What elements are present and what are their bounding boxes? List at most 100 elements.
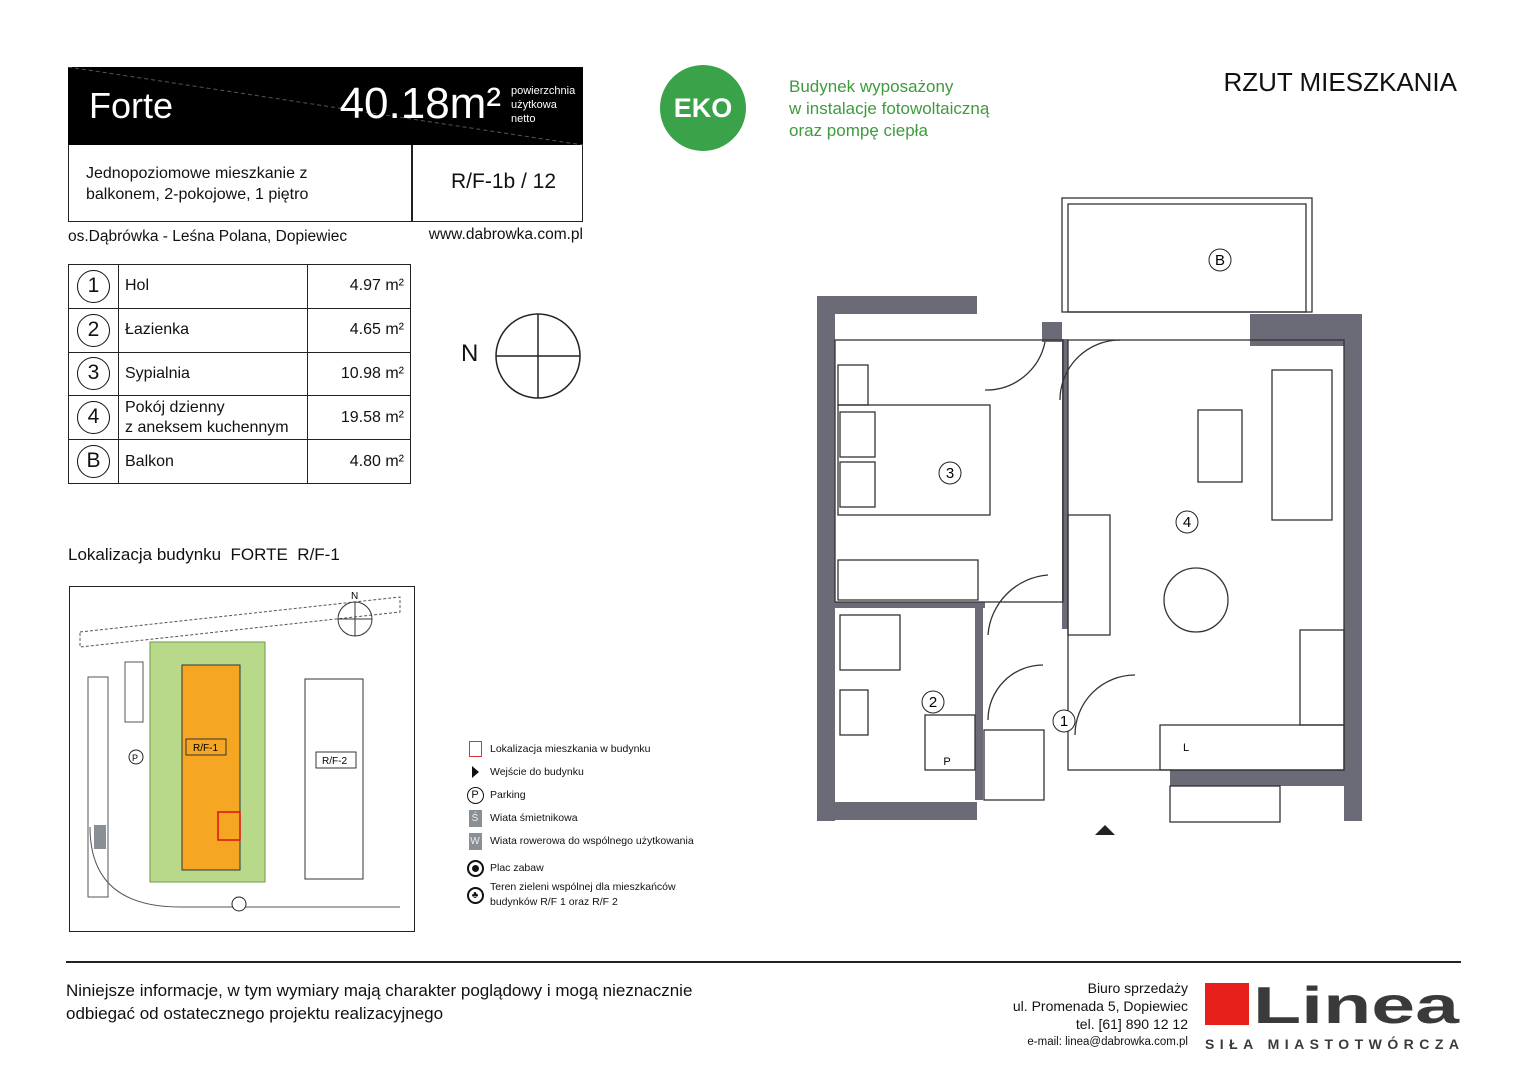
logo-text: Linea	[1253, 981, 1461, 1035]
legend-item: ♣Teren zieleni wspólnej dla mieszkańców …	[460, 880, 694, 910]
bike-shelter-icon: W	[460, 832, 490, 850]
room-number: 1	[77, 269, 110, 303]
building-name: Forte	[89, 85, 174, 126]
area-note-line: użytkowa	[511, 99, 557, 111]
area-note-line: powierzchnia	[511, 85, 576, 97]
trash-shelter-icon: Ś	[460, 809, 490, 827]
fridge-label: L	[1183, 742, 1189, 754]
apartment-description-box: Jednopoziomowe mieszkanie z balkonem, 2-p…	[68, 145, 583, 222]
plan-label-bedroom: 3	[946, 465, 954, 482]
room-number-cell: 3	[68, 351, 119, 397]
room-area: 4.97 m²	[307, 264, 411, 309]
header-diagonal	[68, 67, 583, 145]
balcony	[1061, 197, 1313, 313]
map-parking: P	[132, 753, 138, 763]
room-name: Hol	[118, 264, 308, 309]
apartment-code: R/F-1b / 12	[451, 170, 557, 193]
entrance-arrow-icon	[460, 766, 490, 778]
legend-item: Wejście do budynku	[460, 761, 694, 783]
legend-label: Wiata śmietnikowa	[490, 811, 578, 824]
green-area-icon: ♣	[460, 886, 490, 904]
room-area: 10.98 m²	[307, 351, 411, 397]
location-map: N R/F-1 R/F-2 P	[69, 586, 415, 932]
description-line: Jednopoziomowe mieszkanie z	[86, 165, 308, 182]
plan-label-balcony: B	[1215, 252, 1225, 269]
room-name: Balkon	[118, 439, 308, 484]
plan-label-living: 4	[1183, 514, 1191, 531]
room-number-cell: 4	[68, 395, 119, 441]
legend-label: Wiata rowerowa do wspólnego użytkowania	[490, 834, 694, 847]
legend-item: Lokalizacja mieszkania w budynku	[460, 738, 694, 760]
apartment-area: 40.18m²	[339, 79, 501, 128]
website-link[interactable]: www.dabrowka.com.pl	[428, 226, 583, 243]
eko-line: Budynek wyposażony	[789, 77, 954, 96]
plan-title: RZUT MIESZKANIA	[1223, 67, 1457, 97]
linea-logo: Linea SIŁA MIASTOTWÓRCZA	[1205, 981, 1461, 1052]
room-name: Łazienka	[118, 307, 308, 353]
disclaimer-line: odbiegać od ostatecznego projektu realiz…	[66, 1004, 444, 1023]
plan-label-bathroom: 2	[929, 694, 937, 711]
room-number-cell: 2	[68, 307, 119, 353]
legend-label: Parking	[490, 788, 526, 801]
divider	[411, 145, 413, 221]
legend-label: Teren zieleni wspólnej dla mieszkańców b…	[490, 881, 676, 908]
room-number-cell: B	[68, 439, 119, 484]
disclaimer-line: Niniejsze informacje, w tym wymiary mają…	[66, 981, 693, 1000]
sales-office: Biuro sprzedaży ul. Promenada 5, Dopiewi…	[1013, 979, 1188, 1051]
room-number-cell: 1	[68, 264, 119, 309]
shower-label: P	[943, 756, 950, 768]
legend-item: Plac zabaw	[460, 857, 694, 879]
parking-icon: P	[460, 786, 490, 804]
apartment-description: Jednopoziomowe mieszkanie z balkonem, 2-p…	[86, 163, 308, 205]
room-area: 4.80 m²	[307, 439, 411, 484]
eko-description: Budynek wyposażony w instalacje fotowolta…	[789, 76, 989, 142]
map-title: Lokalizacja budynku FORTE R/F-1	[68, 545, 340, 564]
room-number: 4	[77, 401, 110, 435]
room-number: B	[77, 445, 110, 479]
map-building-rf1: R/F-1	[193, 743, 218, 754]
apartment-header: Forte 40.18m² powierzchnia użytkowa nett…	[68, 67, 583, 145]
floor-plan: B 3 4 2 1 L P	[817, 197, 1362, 835]
room-number: 3	[77, 357, 110, 391]
room-number: 2	[77, 313, 110, 347]
playground-icon	[460, 859, 490, 877]
eko-badge: EKO	[660, 65, 746, 151]
legend-label: Lokalizacja mieszkania w budynku	[490, 742, 651, 755]
office-email[interactable]: e-mail: linea@dabrowka.com.pl	[1027, 1036, 1188, 1048]
room-area: 19.58 m²	[307, 395, 411, 441]
area-note-line: netto	[511, 113, 536, 125]
logo-tagline: SIŁA MIASTOTWÓRCZA	[1205, 1035, 1459, 1052]
office-phone: tel. [61] 890 12 12	[1075, 1016, 1188, 1032]
footer-divider	[66, 961, 1461, 963]
location-text: os.Dąbrówka - Leśna Polana, Dopiewiec	[68, 228, 348, 245]
legend-label: Plac zabaw	[490, 861, 544, 874]
eko-line: w instalacje fotowoltaiczną	[789, 99, 990, 118]
entrance-arrow-icon	[1095, 825, 1115, 835]
office-title: Biuro sprzedaży	[1087, 980, 1188, 996]
office-address: ul. Promenada 5, Dopiewiec	[1012, 998, 1188, 1014]
legend-label: Wejście do budynku	[490, 765, 584, 778]
room-name: Sypialnia	[118, 351, 308, 397]
compass-label: N	[461, 340, 479, 367]
map-north: N	[351, 591, 358, 602]
description-line: balkonem, 2-pokojowe, 1 piętro	[86, 186, 309, 203]
disclaimer: Niniejsze informacje, w tym wymiary mają…	[66, 979, 692, 1025]
room-area: 4.65 m²	[307, 307, 411, 353]
compass-icon	[495, 313, 581, 399]
eko-line: oraz pompę ciepła	[789, 121, 928, 140]
map-building-rf2: R/F-2	[322, 756, 347, 767]
room-name: Pokój dzienny z aneksem kuchennym	[118, 395, 308, 441]
area-note: powierzchnia użytkowa netto	[511, 84, 575, 126]
plan-label-hall: 1	[1060, 713, 1068, 730]
red-outline-square-icon	[460, 741, 490, 757]
